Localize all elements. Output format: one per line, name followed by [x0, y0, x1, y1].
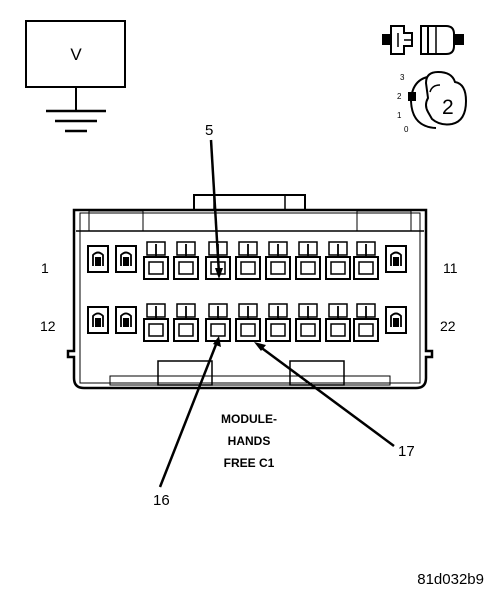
pin-label-12: 12 — [40, 318, 56, 334]
terminal-cavity — [353, 303, 379, 342]
locking-tab — [87, 306, 109, 334]
connector-pair-icon — [382, 25, 464, 55]
terminal-cavity — [325, 241, 351, 280]
callout-17-label: 17 — [398, 443, 415, 460]
connector-name-line-1: MODULE- — [221, 412, 277, 426]
terminal-cavity — [173, 303, 199, 342]
key-position-2: 2 — [397, 92, 402, 101]
key-position-3: 3 — [400, 73, 405, 82]
locking-tab — [115, 245, 137, 273]
terminal-cavity — [295, 241, 321, 280]
terminal-cavity — [265, 303, 291, 342]
callout-5-label: 5 — [205, 122, 213, 139]
ignition-key-icon: 3 2 1 0 2 — [397, 70, 468, 134]
terminal-cavity — [173, 241, 199, 280]
pin-label-11: 11 — [443, 260, 458, 276]
terminal-cavity — [295, 303, 321, 342]
terminal-cavity — [353, 241, 379, 280]
callout-16: 16 — [153, 336, 221, 509]
ground-icon — [46, 109, 106, 133]
terminal-cavity — [143, 303, 169, 342]
figure-id: 81d032b9 — [417, 571, 484, 588]
terminal-cavity — [235, 303, 261, 342]
pin-label-22: 22 — [440, 318, 456, 334]
key-position-1: 1 — [397, 111, 402, 120]
connector-body — [66, 194, 434, 390]
locking-tab — [87, 245, 109, 273]
key-number: 2 — [442, 96, 454, 119]
locking-tab — [385, 245, 407, 273]
callout-5: 5 — [205, 122, 223, 279]
terminal-cavity — [235, 241, 261, 280]
terminal-cavity — [205, 303, 231, 342]
terminal-cavity — [143, 241, 169, 280]
pin-label-1: 1 — [41, 260, 49, 276]
terminal-cavity — [325, 303, 351, 342]
callout-17: 17 — [254, 342, 415, 460]
callout-16-label: 16 — [153, 492, 170, 509]
voltmeter-label: V — [70, 45, 82, 64]
locking-tab — [115, 306, 137, 334]
connector-name-line-2: HANDS — [228, 434, 271, 448]
connector-name: MODULE- HANDS FREE C1 — [221, 412, 277, 470]
connector-name-line-3: FREE C1 — [224, 456, 275, 470]
locking-tab — [385, 306, 407, 334]
key-position-0: 0 — [404, 125, 409, 134]
voltmeter-symbol: V — [25, 20, 126, 133]
terminal-cavity — [265, 241, 291, 280]
